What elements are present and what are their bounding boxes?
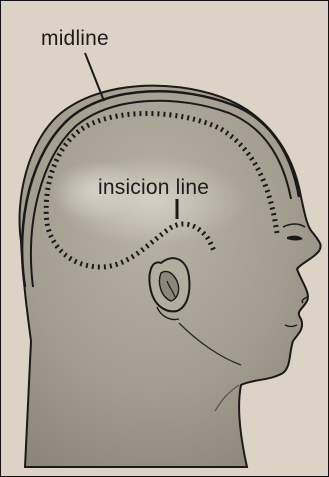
incision-line-label: insicion line <box>98 177 209 198</box>
midline-label: midline <box>41 28 109 49</box>
